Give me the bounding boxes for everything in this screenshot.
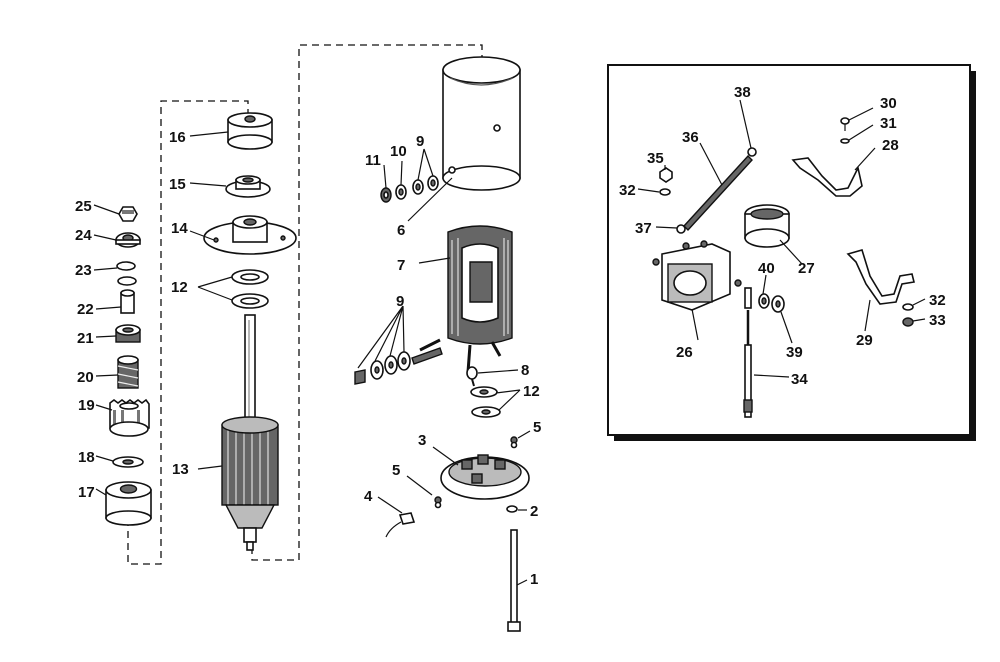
part-21-collar <box>115 324 141 343</box>
part-9-11-hardware-top <box>380 175 439 203</box>
part-3-brush-plate <box>440 454 530 500</box>
part-15-bushing <box>225 175 271 198</box>
callout-14: 14 <box>171 220 188 237</box>
callout-6: 6 <box>397 222 405 239</box>
part-20-spring <box>117 355 139 389</box>
part-17-cap <box>105 481 152 526</box>
callout-20: 20 <box>77 369 94 386</box>
part-23-rings <box>116 261 137 286</box>
part-13-armature <box>221 314 279 551</box>
part-4-brush <box>385 512 416 538</box>
callout-28: 28 <box>882 137 899 154</box>
part-18-washer <box>112 456 144 468</box>
callout-15: 15 <box>169 176 186 193</box>
callout-27: 27 <box>798 260 815 277</box>
callout-35: 35 <box>647 150 664 167</box>
callout-21: 21 <box>77 330 94 347</box>
callout-10: 10 <box>390 143 407 160</box>
callout-12b: 12 <box>523 383 540 400</box>
part-9-hardware-lower <box>354 347 443 385</box>
callout-39: 39 <box>786 344 803 361</box>
callout-22: 22 <box>77 301 94 318</box>
callout-9a: 9 <box>416 133 424 150</box>
inset-parts <box>652 117 915 418</box>
callout-23: 23 <box>75 262 92 279</box>
callout-37: 37 <box>635 220 652 237</box>
callout-3: 3 <box>418 432 426 449</box>
callout-32a: 32 <box>619 182 636 199</box>
callout-11: 11 <box>365 152 381 169</box>
callout-29: 29 <box>856 332 873 349</box>
callout-34: 34 <box>791 371 808 388</box>
part-19-pinion-gear <box>109 398 150 437</box>
callout-33: 33 <box>929 312 946 329</box>
callout-32b: 32 <box>929 292 946 309</box>
part-14-end-cap <box>203 215 297 255</box>
part-1-through-bolt <box>507 529 521 632</box>
callout-13: 13 <box>172 461 189 478</box>
callout-12a: 12 <box>171 279 188 296</box>
callout-8: 8 <box>521 362 529 379</box>
callout-31: 31 <box>880 115 897 132</box>
callout-17: 17 <box>78 484 95 501</box>
callout-25: 25 <box>75 198 92 215</box>
callout-16: 16 <box>169 129 186 146</box>
part-5-screws <box>434 436 518 509</box>
part-6-field-frame <box>442 56 521 191</box>
callout-4: 4 <box>364 488 373 505</box>
callout-19: 19 <box>78 397 95 414</box>
part-25-nut <box>118 206 138 222</box>
part-7-field-coils <box>419 225 513 373</box>
callout-30: 30 <box>880 95 897 112</box>
callout-26: 26 <box>676 344 693 361</box>
callout-40: 40 <box>758 260 775 277</box>
part-22-spacer <box>120 289 135 314</box>
callout-24: 24 <box>75 227 92 244</box>
callout-7: 7 <box>397 257 405 274</box>
part-12-washers-left <box>231 269 269 309</box>
callout-5b: 5 <box>392 462 400 479</box>
callout-38: 38 <box>734 84 751 101</box>
callout-18: 18 <box>78 449 95 466</box>
part-12-washers-right <box>470 386 501 418</box>
callout-2: 2 <box>530 503 538 520</box>
part-2-washer <box>506 505 518 513</box>
part-24-washer <box>115 232 141 248</box>
part-16-cap <box>227 112 273 150</box>
callout-labels: 1 2 3 4 5 5 6 7 8 9 9 10 11 12 12 13 14 … <box>75 84 946 588</box>
callout-9b: 9 <box>396 293 404 310</box>
leader-lines <box>93 99 926 586</box>
callout-5a: 5 <box>533 419 541 436</box>
callout-36: 36 <box>682 129 699 146</box>
callout-1: 1 <box>530 571 538 588</box>
part-8-lead <box>466 366 478 387</box>
